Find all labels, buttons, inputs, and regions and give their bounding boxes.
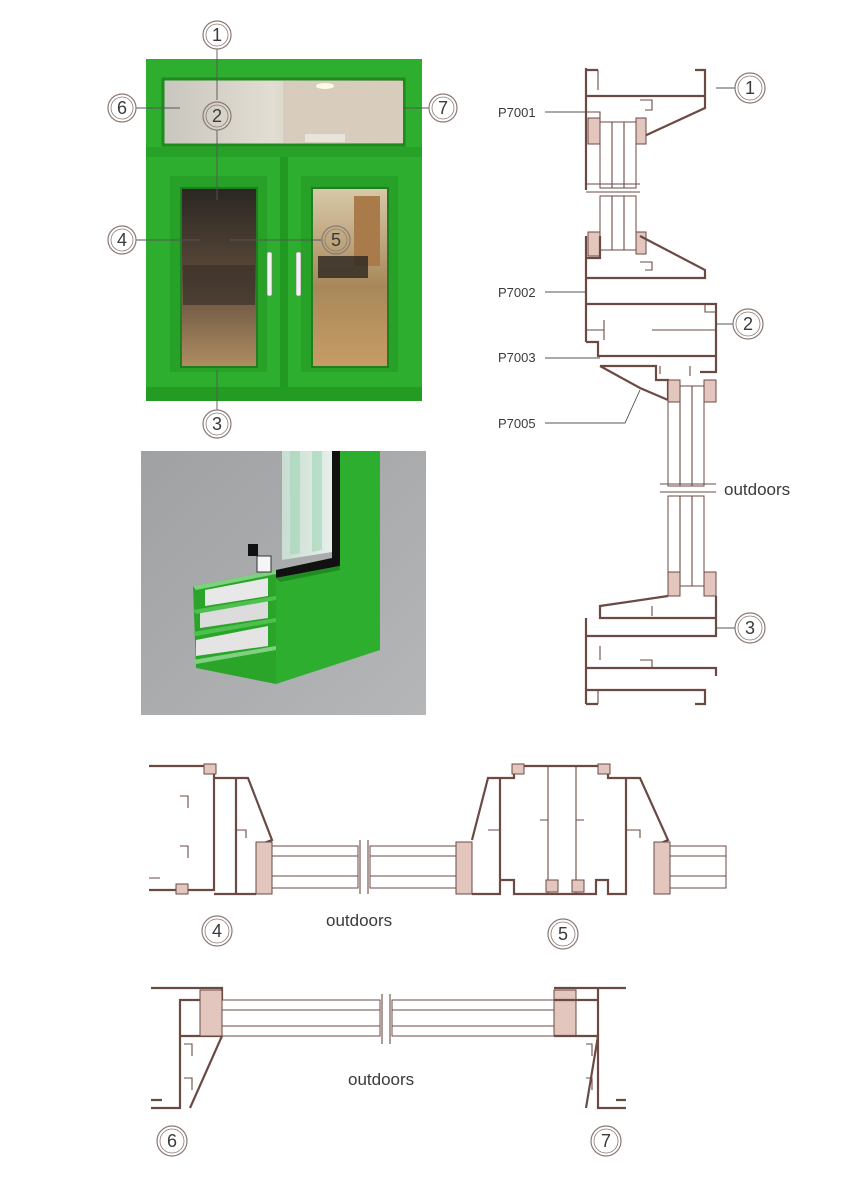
- marker-3-section: 3: [734, 612, 766, 644]
- marker-7-window-label: 7: [438, 98, 448, 118]
- marker-1-section: 1: [734, 72, 766, 104]
- outdoors-label-horizontal-4-5: outdoors: [326, 911, 392, 930]
- marker-5-section: 5: [547, 918, 579, 950]
- marker-5-window-label: 5: [331, 230, 341, 250]
- marker-1-section-label: 1: [745, 78, 755, 98]
- marker-2-section-label: 2: [743, 314, 753, 334]
- profile-leaders: [545, 87, 736, 629]
- marker-2-section: 2: [732, 308, 764, 340]
- marker-5-section-label: 5: [558, 924, 568, 944]
- profile-label-p7003: P7003: [498, 350, 536, 365]
- profile-label-p7005: P7005: [498, 416, 536, 431]
- marker-1-window-label: 1: [212, 25, 222, 45]
- marker-2-window: 2: [202, 101, 232, 131]
- marker-3-section-label: 3: [745, 618, 755, 638]
- marker-4-section-label: 4: [212, 921, 222, 941]
- marker-3-window-label: 3: [212, 414, 222, 434]
- marker-7-window: 7: [428, 93, 458, 123]
- profile-label-p7002: P7002: [498, 285, 536, 300]
- right-handle: [295, 251, 302, 297]
- marker-3-window: 3: [202, 409, 232, 439]
- profile-label-p7001: P7001: [498, 105, 536, 120]
- horizontal-section-6-7: [151, 986, 626, 1110]
- marker-1-window: 1: [202, 20, 232, 50]
- render-sash-face: [276, 451, 380, 684]
- marker-6-section: 6: [156, 1125, 188, 1157]
- marker-5-window: 5: [321, 225, 351, 255]
- profile-3d-render: [141, 451, 426, 715]
- marker-7-section-label: 7: [601, 1131, 611, 1151]
- marker-6-window: 6: [107, 93, 137, 123]
- marker-4-window-label: 4: [117, 230, 127, 250]
- marker-4-section: 4: [201, 915, 233, 947]
- marker-6-section-label: 6: [167, 1131, 177, 1151]
- outdoors-label-vertical: outdoors: [724, 480, 790, 499]
- window-marker-leaders: [136, 48, 430, 410]
- marker-7-section: 7: [590, 1125, 622, 1157]
- marker-2-window-label: 2: [212, 106, 222, 126]
- vertical-section: [584, 68, 718, 706]
- horizontal-section-4-5: [149, 763, 727, 896]
- marker-4-window: 4: [107, 225, 137, 255]
- outdoors-label-horizontal-6-7: outdoors: [348, 1070, 414, 1089]
- window-photo: [146, 59, 422, 401]
- marker-6-window-label: 6: [117, 98, 127, 118]
- left-handle: [266, 251, 273, 297]
